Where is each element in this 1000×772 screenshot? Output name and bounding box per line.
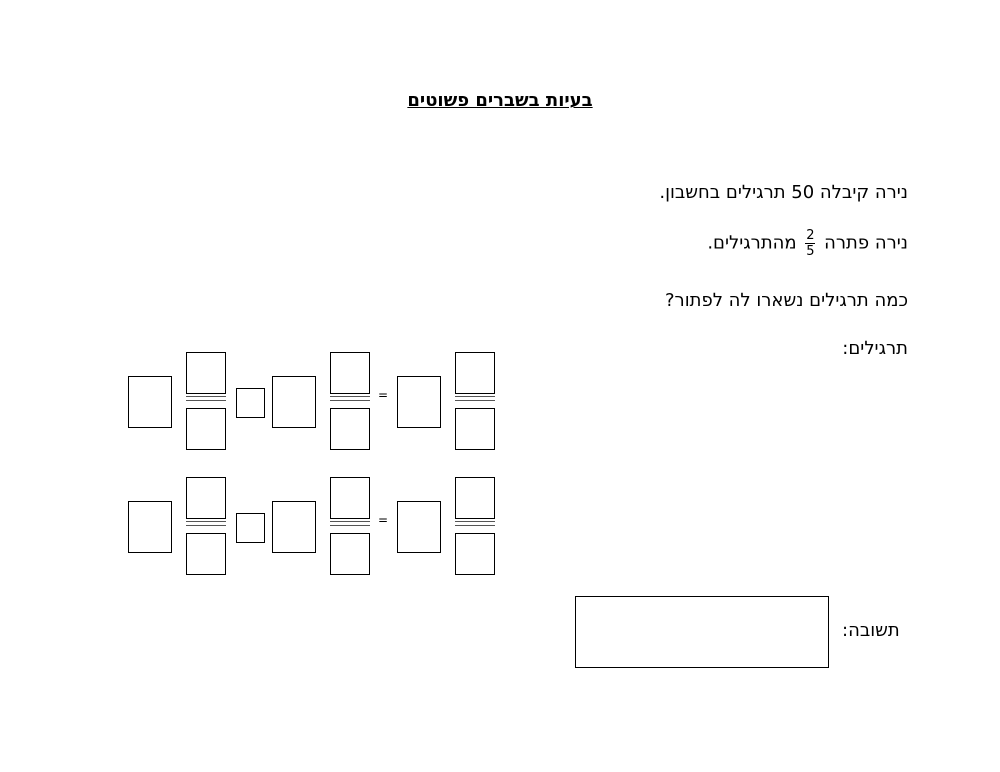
whole-input-1[interactable]	[128, 376, 172, 428]
denominator-input-6[interactable]	[455, 533, 495, 575]
problem-line-2-end: מהתרגילים.	[707, 232, 797, 254]
numerator-input-3[interactable]	[455, 352, 495, 394]
whole-input-3[interactable]	[397, 376, 441, 428]
whole-input-2[interactable]	[272, 376, 316, 428]
denominator-input-3[interactable]	[455, 408, 495, 450]
numerator-input-6[interactable]	[455, 477, 495, 519]
worksheet-title: בעיות בשברים פשוטים	[407, 90, 593, 111]
denominator-input-2[interactable]	[330, 408, 370, 450]
numerator-input-2[interactable]	[330, 352, 370, 394]
given-fraction-denominator: 5	[806, 244, 815, 259]
answer-input[interactable]	[575, 596, 829, 668]
fraction-bar	[805, 243, 816, 244]
problem-line-2-start: נירה פתרה	[824, 232, 908, 254]
given-fraction: 2 5	[805, 228, 816, 259]
operator-input-2[interactable]	[236, 513, 265, 543]
denominator-input-5[interactable]	[330, 533, 370, 575]
fraction-line	[330, 396, 370, 401]
fraction-line	[455, 396, 495, 401]
operator-input-1[interactable]	[236, 388, 265, 418]
equals-sign: =	[378, 513, 389, 527]
numerator-input-4[interactable]	[186, 477, 226, 519]
exercises-label: תרגילים:	[842, 338, 908, 359]
fraction-line	[186, 396, 226, 401]
denominator-input-1[interactable]	[186, 408, 226, 450]
whole-input-6[interactable]	[397, 501, 441, 553]
answer-label: תשובה:	[842, 620, 900, 641]
problem-line-2: נירה פתרה 2 5 מהתרגילים.	[707, 228, 908, 259]
whole-input-4[interactable]	[128, 501, 172, 553]
numerator-input-1[interactable]	[186, 352, 226, 394]
denominator-input-4[interactable]	[186, 533, 226, 575]
equals-sign: =	[378, 388, 389, 402]
problem-line-1: נירה קיבלה 50 תרגילים בחשבון.	[659, 182, 908, 203]
given-fraction-numerator: 2	[806, 228, 815, 243]
fraction-line	[186, 521, 226, 526]
problem-question: כמה תרגילים נשארו לה לפתור?	[665, 290, 908, 311]
numerator-input-5[interactable]	[330, 477, 370, 519]
fraction-line	[455, 521, 495, 526]
whole-input-5[interactable]	[272, 501, 316, 553]
fraction-line	[330, 521, 370, 526]
